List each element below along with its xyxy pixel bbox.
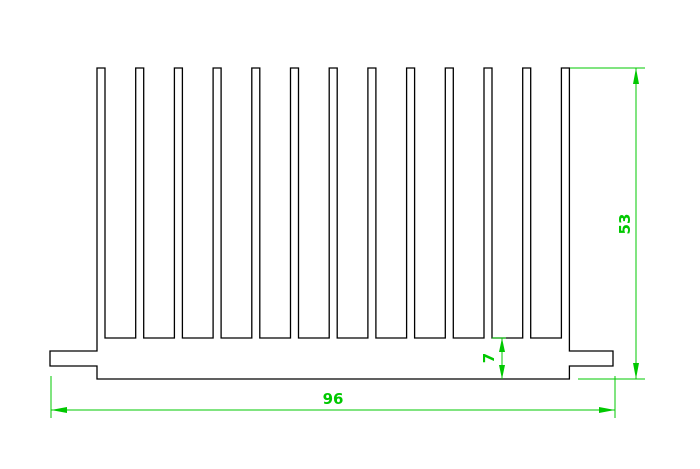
- width-arrow-left: [51, 407, 67, 413]
- height-dimension: 53: [570, 67, 645, 380]
- base-arrow-bottom: [499, 365, 505, 379]
- height-arrow-bottom: [633, 363, 639, 379]
- heatsink-profile-outline: [49, 67, 614, 380]
- width-dimension: 96: [50, 376, 616, 418]
- height-dimension-label: 53: [616, 214, 634, 235]
- base-thickness-label: 7: [480, 353, 498, 363]
- base-thickness-dimension: 7: [480, 337, 506, 379]
- base-arrow-top: [499, 338, 505, 352]
- width-arrow-right: [599, 407, 615, 413]
- width-dimension-label: 96: [323, 390, 344, 408]
- height-arrow-top: [633, 68, 639, 84]
